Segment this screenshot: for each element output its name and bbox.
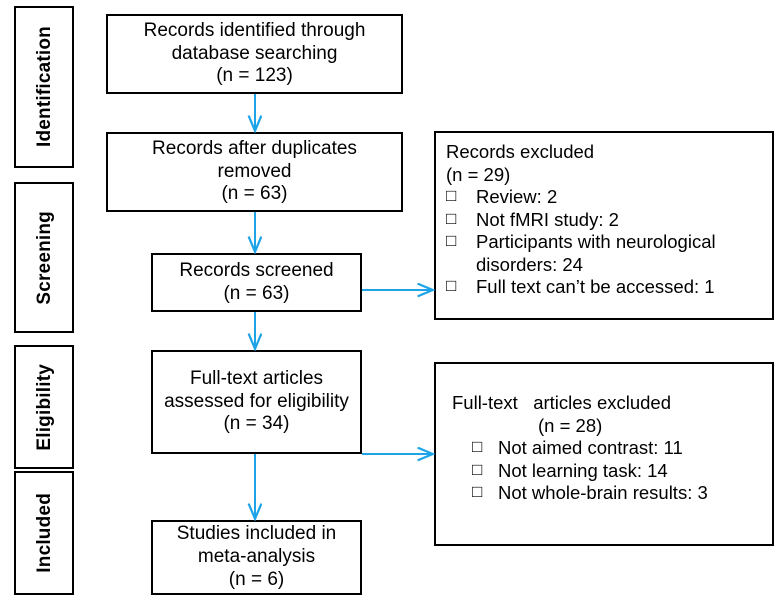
stage-label-eligibility: Eligibility xyxy=(33,363,55,451)
exclusion-head-line-1: Records excluded xyxy=(446,141,595,162)
exclusion-head-line-2: (n = 29) xyxy=(446,163,511,185)
flow-line-1: Records screened xyxy=(179,259,334,281)
flow-line-1: Records after duplicates xyxy=(152,137,357,159)
stage-label-identification: Identification xyxy=(33,26,55,148)
flow-line-2: assessed for eligibility xyxy=(164,390,349,412)
flow-box-records-identified: Records identified through database sear… xyxy=(106,14,403,94)
flow-box-fulltext-assessed: Full-text articles assessed for eligibil… xyxy=(151,350,362,454)
square-bullet-icon: □ xyxy=(446,276,457,296)
stage-box-included: Included xyxy=(14,471,74,595)
square-bullet-icon: □ xyxy=(446,186,457,206)
list-item: □ Review: 2 xyxy=(446,186,766,209)
exclusion-reason: Full text can’t be accessed: 1 xyxy=(476,276,715,298)
flow-box-records-after-duplicates: Records after duplicates removed (n = 63… xyxy=(106,132,403,212)
list-item: □ Not whole-brain results: 3 xyxy=(472,482,766,505)
flow-line-1: Records identified through xyxy=(143,19,366,41)
square-bullet-icon: □ xyxy=(446,231,457,251)
flow-line-2: database searching xyxy=(171,42,338,64)
exclusion-reason: Participants with neurological disorders… xyxy=(476,231,716,275)
exclusion-reason-list: □ Not aimed contrast: 11 □ Not learning … xyxy=(452,437,766,505)
exclusion-heading: Records excluded (n = 29) xyxy=(446,141,766,186)
flow-line-3: (n = 34) xyxy=(223,413,290,435)
list-item: □ Participants with neurological disorde… xyxy=(446,231,766,276)
square-bullet-icon: □ xyxy=(472,459,483,479)
exclusion-reason-list: □ Review: 2 □ Not fMRI study: 2 □ Partic… xyxy=(446,186,766,299)
stage-box-screening: Screening xyxy=(14,182,74,333)
exclusion-head-line-1: Full-text articles excluded xyxy=(452,392,672,413)
flow-box-records-screened: Records screened (n = 63) xyxy=(151,253,362,312)
exclusion-reason: Not whole-brain results: 3 xyxy=(498,482,708,504)
list-item: □ Not learning task: 14 xyxy=(472,460,766,483)
list-item: □ Not fMRI study: 2 xyxy=(446,209,766,232)
square-bullet-icon: □ xyxy=(446,208,457,228)
flow-box-studies-included: Studies included in meta-analysis (n = 6… xyxy=(151,520,362,595)
flow-line-1: Full-text articles xyxy=(189,367,324,389)
flow-line-3: (n = 123) xyxy=(216,65,293,87)
flow-line-3: (n = 6) xyxy=(228,568,285,590)
flow-line-1: Studies included in xyxy=(176,523,337,545)
exclusion-reason: Not aimed contrast: 11 xyxy=(498,437,683,459)
flow-line-3: (n = 63) xyxy=(221,183,288,205)
flow-line-2: removed xyxy=(217,160,292,182)
list-item: □ Not aimed contrast: 11 xyxy=(472,437,766,460)
square-bullet-icon: □ xyxy=(472,482,483,502)
exclusion-heading: Full-text articles excluded (n = 28) xyxy=(452,392,766,437)
stage-label-included: Included xyxy=(33,493,55,573)
list-item: □ Full text can’t be accessed: 1 xyxy=(446,276,766,299)
exclusion-reason: Review: 2 xyxy=(476,186,558,208)
flow-line-2: (n = 63) xyxy=(223,282,290,304)
flow-line-2: meta-analysis xyxy=(197,546,316,568)
stage-box-eligibility: Eligibility xyxy=(14,345,74,469)
exclusion-head-line-2: (n = 28) xyxy=(538,414,603,436)
stage-label-screening: Screening xyxy=(33,210,55,305)
exclusion-reason: Not fMRI study: 2 xyxy=(476,208,619,230)
exclusion-reason: Not learning task: 14 xyxy=(498,459,668,481)
square-bullet-icon: □ xyxy=(472,437,483,457)
stage-box-identification: Identification xyxy=(14,6,74,168)
exclusion-box-fulltext-excluded: Full-text articles excluded (n = 28) □ N… xyxy=(434,362,774,546)
exclusion-box-records-excluded: Records excluded (n = 29) □ Review: 2 □ … xyxy=(434,131,774,320)
